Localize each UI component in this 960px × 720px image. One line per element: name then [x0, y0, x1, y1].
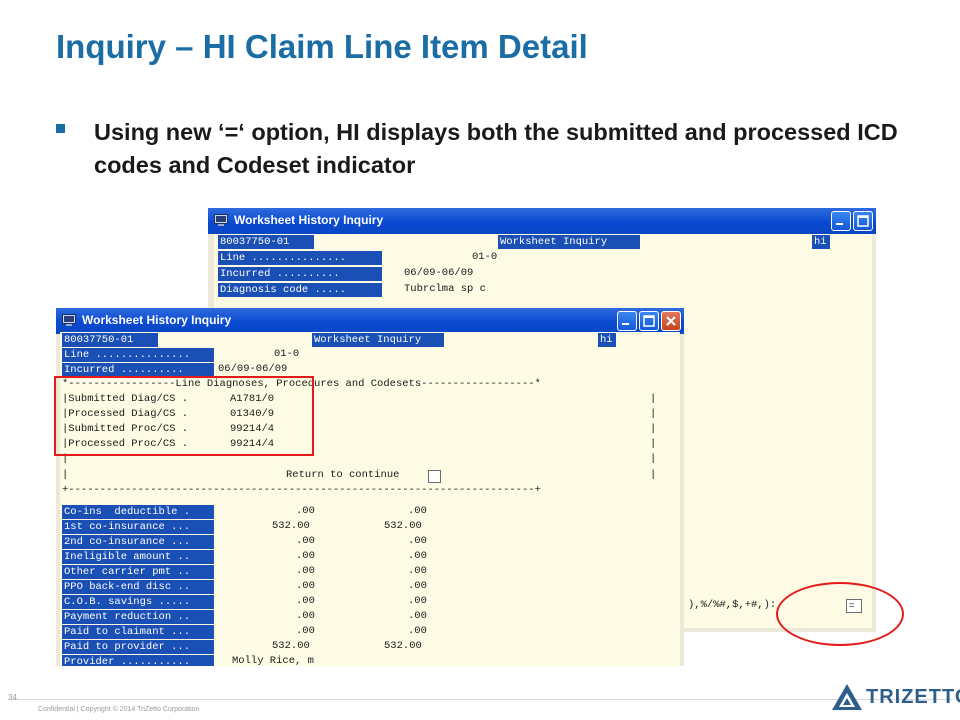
front-window: Worksheet History Inquiry 80037750-01 Wo… [56, 308, 684, 666]
codeset-row: | [62, 453, 69, 465]
front-incurred-value: 06/09-06/09 [218, 363, 288, 375]
codeset-value: A1781/0 [230, 393, 275, 405]
front-code-field[interactable]: hi [598, 333, 616, 347]
back-window-titlebar[interactable]: Worksheet History Inquiry [208, 208, 876, 234]
amount-value-2: 532.00 [384, 520, 422, 532]
codeset-row: | [62, 469, 69, 481]
bullet-text: Using new ‘=‘ option, HI displays both t… [94, 119, 898, 178]
amount-value-1: .00 [296, 595, 315, 607]
option-highlight-circle [776, 582, 904, 646]
back-diagnosis-label: Diagnosis code ..... [218, 283, 382, 297]
back-screen-title: Worksheet Inquiry [498, 235, 640, 249]
trizetto-logo: TRIZETTO [830, 680, 960, 712]
logo-text: TRIZETTO [866, 686, 960, 708]
maximize-icon [857, 215, 869, 227]
back-window-maximize-button[interactable] [853, 211, 873, 231]
back-line-label: Line ............... [218, 251, 382, 265]
codeset-row: |Processed Diag/CS . [62, 408, 189, 420]
front-claim-id: 80037750-01 [62, 333, 158, 347]
codeset-value: 99214/4 [230, 423, 275, 435]
amount-label: Co-ins deductible . [62, 505, 214, 519]
front-window-screen: 80037750-01 Worksheet Inquiry hi Line ..… [60, 332, 680, 666]
trizetto-triangle-icon [832, 684, 862, 710]
codeset-row: |Processed Proc/CS . [62, 438, 189, 450]
amount-value-1: 532.00 [272, 520, 310, 532]
terminal-icon [214, 214, 228, 226]
page-number: 34 [8, 693, 17, 702]
back-window-title: Worksheet History Inquiry [234, 213, 384, 227]
minimize-icon [622, 323, 629, 325]
front-window-title: Worksheet History Inquiry [82, 313, 232, 327]
back-incurred-value: 06/09-06/09 [404, 267, 474, 279]
amount-label: C.O.B. savings ..... [62, 595, 214, 609]
amount-label: Paid to claimant ... [62, 625, 214, 639]
back-code-field[interactable]: hi [812, 235, 830, 249]
amount-label: Other carrier pmt .. [62, 565, 214, 579]
amount-value-2: .00 [408, 505, 427, 517]
codeset-row-end: | [650, 393, 657, 405]
amount-value-2: .00 [408, 610, 427, 622]
footer-copyright: Confidential | Copyright © 2014 TriZetto… [38, 706, 200, 713]
codeset-row-end: | [650, 438, 657, 450]
close-icon [666, 316, 676, 326]
maximize-icon [643, 315, 655, 327]
codeset-row-end: | [650, 408, 657, 420]
amount-value-1: .00 [296, 610, 315, 622]
amount-value-1: .00 [296, 550, 315, 562]
amount-value-2: .00 [408, 550, 427, 562]
back-incurred-label: Incurred .......... [218, 267, 382, 281]
amount-value-2: 532.00 [384, 640, 422, 652]
codeset-box-top: *-----------------Line Diagnoses, Proced… [62, 378, 541, 390]
amount-label: Ineligible amount .. [62, 550, 214, 564]
codeset-highlight-box [54, 376, 314, 456]
front-window-maximize-button[interactable] [639, 311, 659, 331]
front-window-minimize-button[interactable] [617, 311, 637, 331]
amount-value-2: .00 [408, 580, 427, 592]
codeset-row-end: | [650, 453, 657, 465]
codeset-row: |Submitted Proc/CS . [62, 423, 189, 435]
amount-value-1: 532.00 [272, 640, 310, 652]
back-window-minimize-button[interactable] [831, 211, 851, 231]
codeset-value: 99214/4 [230, 438, 275, 450]
amount-value-2: .00 [408, 565, 427, 577]
amount-value-1: .00 [296, 580, 315, 592]
back-option-prompt: ),%/%#,$,+#,): [688, 599, 777, 611]
amount-value-1: .00 [296, 505, 315, 517]
amount-label: 2nd co-insurance ... [62, 535, 214, 549]
front-window-close-button[interactable] [661, 311, 681, 331]
codeset-row: |Submitted Diag/CS . [62, 393, 189, 405]
amount-value-1: .00 [296, 535, 315, 547]
back-diagnosis-value: Tubrclma sp c [404, 283, 486, 295]
codeset-box-bottom: +---------------------------------------… [62, 484, 541, 496]
amount-value-1: .00 [296, 565, 315, 577]
front-incurred-label: Incurred .......... [62, 363, 214, 377]
provider-value: Molly Rice, m [232, 655, 314, 666]
amount-label: Payment reduction .. [62, 610, 214, 624]
return-to-continue-label: Return to continue [286, 469, 400, 481]
back-line-value: 01-0 [472, 251, 498, 263]
minimize-icon [836, 223, 843, 225]
front-screen-title: Worksheet Inquiry [312, 333, 444, 347]
amount-value-1: .00 [296, 625, 315, 637]
front-line-label: Line ............... [62, 348, 214, 362]
slide-title: Inquiry – HI Claim Line Item Detail [56, 28, 588, 65]
front-line-value: 01-0 [274, 348, 300, 360]
back-claim-id: 80037750-01 [218, 235, 314, 249]
terminal-icon [62, 314, 76, 326]
codeset-row-end: | [650, 469, 657, 481]
codeset-row-end: | [650, 423, 657, 435]
amount-value-2: .00 [408, 595, 427, 607]
amount-value-2: .00 [408, 625, 427, 637]
footer-divider [8, 699, 953, 700]
front-window-titlebar[interactable]: Worksheet History Inquiry [56, 308, 684, 334]
amount-label: PPO back-end disc .. [62, 580, 214, 594]
provider-label: Provider ........... [62, 655, 214, 666]
amount-label: 1st co-insurance ... [62, 520, 214, 534]
square-bullet-icon [56, 124, 65, 133]
amount-label: Paid to provider ... [62, 640, 214, 654]
return-continue-checkbox[interactable] [428, 470, 441, 483]
amount-value-2: .00 [408, 535, 427, 547]
codeset-value: 01340/9 [230, 408, 275, 420]
